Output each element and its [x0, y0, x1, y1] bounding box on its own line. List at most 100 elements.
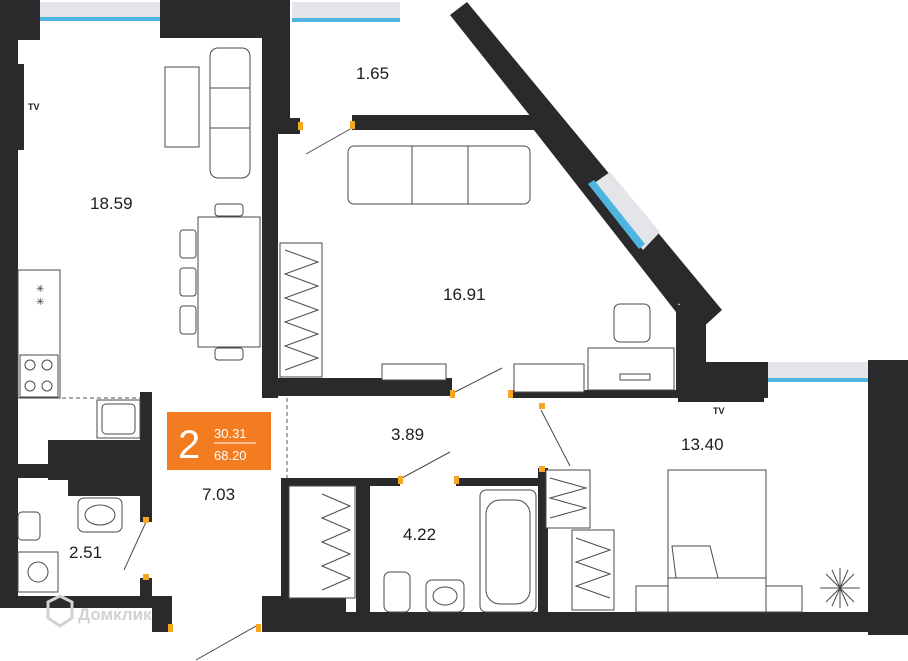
window — [40, 2, 160, 20]
hall-bath-furniture — [288, 485, 537, 613]
door-hinge — [450, 390, 455, 398]
room-labels: 18.59 1.65 16.91 3.89 13.40 7.03 4.22 2.… — [69, 64, 724, 562]
badge-room-count: 2 — [178, 423, 200, 467]
wall-segment — [262, 20, 290, 118]
nightstand — [635, 585, 669, 613]
room-area-hallway: 7.03 — [202, 485, 235, 504]
living-door — [454, 367, 503, 393]
chair — [214, 347, 244, 361]
area-badge: 2 30.31 68.20 — [167, 412, 271, 470]
wall-segment — [538, 468, 548, 618]
desk — [587, 347, 675, 391]
living-furniture — [279, 145, 675, 393]
wall-segment — [450, 2, 722, 330]
hood-icon: ✳ — [36, 284, 44, 295]
window-glass — [292, 18, 400, 22]
wall-segment — [0, 0, 18, 603]
badge-background — [167, 412, 271, 470]
wall-segment — [530, 120, 683, 312]
sofa — [347, 145, 531, 205]
nightstand — [765, 585, 803, 613]
sofa — [209, 47, 251, 179]
window — [768, 362, 868, 382]
walls — [0, 0, 908, 635]
door-hinge — [256, 624, 261, 632]
washing-machine — [17, 551, 59, 593]
bidet — [17, 511, 41, 541]
bed — [667, 469, 767, 613]
wall-segment — [0, 596, 170, 608]
wardrobe — [571, 529, 615, 611]
tv-label-kitchen: TV — [28, 102, 40, 112]
entrance-door — [195, 625, 257, 661]
badge-total-area: 68.20 — [214, 448, 247, 463]
wall-segment — [281, 478, 289, 598]
windows — [40, 2, 868, 382]
balcony-door — [305, 127, 353, 155]
window — [292, 2, 400, 22]
cabinet — [513, 363, 585, 393]
room-area-corridor: 3.89 — [391, 425, 424, 444]
hood-icon: ✳ — [36, 297, 44, 308]
wall-segment — [262, 596, 346, 632]
chair — [179, 305, 197, 335]
watermark-text: Домклик — [78, 605, 152, 624]
wall-segment — [18, 464, 48, 478]
washbasin — [77, 497, 123, 533]
wall-segment — [140, 392, 152, 522]
room-area-bathroom: 4.22 — [403, 525, 436, 544]
stove — [19, 354, 59, 398]
tv — [678, 398, 764, 402]
bedroom-door — [540, 409, 571, 467]
room-area-living-room: 16.91 — [443, 285, 486, 304]
room-area-bedroom: 13.40 — [681, 435, 724, 454]
window-glass — [768, 378, 868, 382]
toilet-door — [123, 521, 147, 571]
coffee-table — [164, 66, 200, 148]
doors — [123, 121, 571, 661]
window-glass — [588, 180, 645, 249]
bathroom-door — [401, 451, 451, 479]
door-hinge — [508, 390, 513, 398]
plant-icon — [820, 568, 860, 608]
watermark: Домклик — [46, 594, 152, 628]
wall-segment — [346, 612, 908, 632]
domclick-logo-icon — [46, 594, 74, 628]
door-hinge — [398, 476, 403, 484]
badge-living-area: 30.31 — [214, 426, 247, 441]
door-hinge — [168, 624, 173, 632]
door-hinge — [298, 122, 303, 130]
door-hinge — [539, 403, 545, 409]
wall-segment — [456, 478, 546, 486]
window-glass — [40, 17, 160, 21]
wardrobe — [288, 485, 356, 599]
wall-segment — [48, 440, 148, 480]
zone-lines — [20, 397, 288, 478]
wall-segment — [512, 390, 682, 398]
dining-table — [197, 216, 261, 348]
tv — [18, 64, 24, 150]
toilet-bowl — [383, 571, 411, 613]
bathtub — [479, 489, 537, 613]
door-hinge — [539, 466, 545, 472]
room-area-toilet: 2.51 — [69, 543, 102, 562]
wall-segment — [262, 118, 278, 398]
sink — [96, 399, 141, 439]
wall-segment — [676, 362, 768, 398]
wall-segment — [262, 378, 452, 396]
tv-label-bedroom: TV — [713, 406, 725, 416]
wall-segment — [288, 478, 400, 486]
wall-segment — [140, 578, 152, 600]
wall-segment — [352, 115, 540, 130]
wall-segment — [356, 478, 370, 628]
chair — [613, 303, 651, 343]
door-hinge — [454, 476, 459, 484]
window — [590, 172, 660, 250]
washbasin — [425, 579, 465, 613]
wall-segment — [868, 360, 908, 635]
door-hinge — [143, 574, 149, 580]
wardrobe — [279, 242, 323, 378]
wall-segment — [68, 478, 148, 496]
door-hinge — [350, 121, 355, 129]
